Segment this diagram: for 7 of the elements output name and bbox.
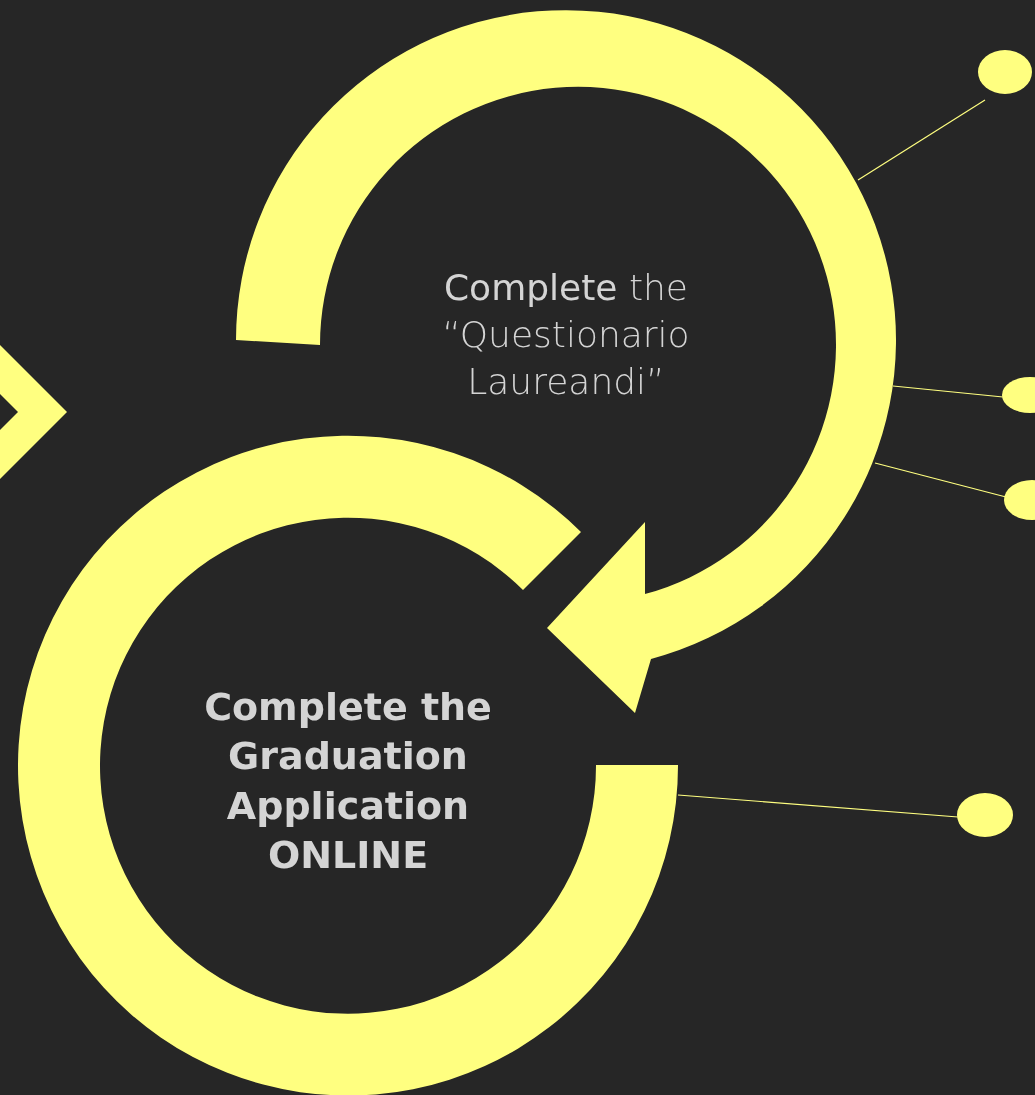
dot-marker [957,793,1013,837]
step-text: Complete the “Questionario Laureandi” [441,266,691,404]
step-text: Complete the Graduation Application ONLINE [203,684,493,880]
leader-line [857,99,986,181]
leader-line [677,794,959,818]
leader-line [892,385,1004,398]
dot-marker [978,50,1032,94]
